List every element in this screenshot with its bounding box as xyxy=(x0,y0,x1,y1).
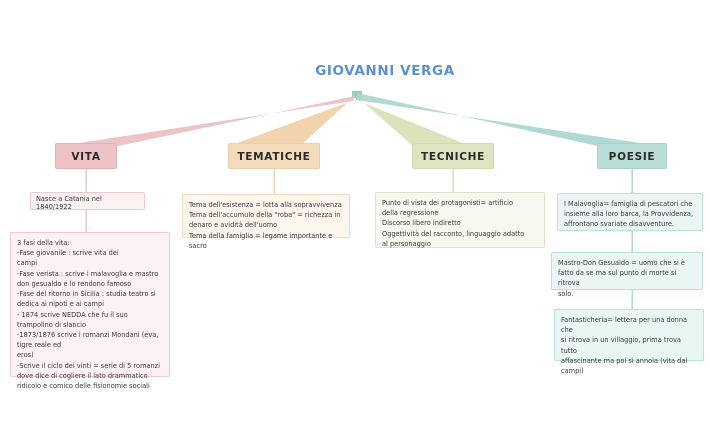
note-poesie-malavoglia[interactable]: I Malavoglia= famiglia di pescatori che … xyxy=(557,193,703,231)
drop-tematiche xyxy=(273,169,275,194)
edge-tematiche xyxy=(229,96,355,146)
drop-vita-nascita xyxy=(85,169,87,192)
drop-poesie-1 xyxy=(631,169,633,193)
drop-tecniche xyxy=(452,169,454,192)
branch-chip-vita[interactable]: VITA xyxy=(55,143,117,169)
note-poesie-gesualdo[interactable]: Mastro-Don Gesualdo = uomo che si è fatt… xyxy=(551,252,703,298)
edge-tecniche xyxy=(356,96,470,146)
branch-chip-tematiche[interactable]: TEMATICHE xyxy=(228,143,320,169)
note-vita-nascita[interactable]: Nasce a Catania nel 1840/1922 xyxy=(30,192,145,211)
note-tecniche[interactable]: Punto di vista dei protagonisti= artific… xyxy=(375,192,545,248)
drop-poesie-2 xyxy=(631,231,633,252)
branch-chip-tecniche[interactable]: TECNICHE xyxy=(412,143,494,169)
note-vita-fasi[interactable]: 3 fasi della vita: -Fase giovanile : scr… xyxy=(10,232,170,390)
branch-chip-poesie[interactable]: POESIE xyxy=(597,143,667,169)
note-tematiche[interactable]: Tema dell'esistenza = lotta alla sopravv… xyxy=(182,194,350,250)
drop-poesie-3 xyxy=(631,290,633,309)
page-title: GIOVANNI VERGA xyxy=(315,63,455,79)
edge-vita xyxy=(60,96,355,146)
edge-poesie xyxy=(357,93,660,146)
note-poesie-fantasticheria[interactable]: Fantasticheria= lettera per una donna ch… xyxy=(554,309,704,375)
drop-vita-fasi xyxy=(85,210,87,232)
hub-marker xyxy=(352,91,362,100)
